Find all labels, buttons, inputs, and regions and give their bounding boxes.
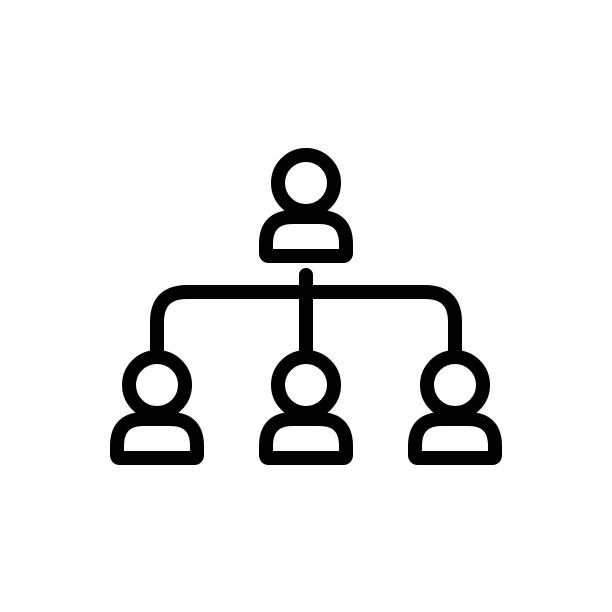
center-person-icon: [259, 350, 353, 465]
top-person-icon: [259, 148, 353, 263]
right-person-icon: [408, 350, 502, 465]
left-person-head: [122, 350, 192, 420]
left-person-icon: [110, 350, 204, 465]
branch-connector-line: [150, 285, 462, 359]
left-person-body: [110, 412, 204, 465]
top-person-body: [259, 210, 353, 263]
right-person-head: [420, 350, 490, 420]
right-person-body: [408, 412, 502, 465]
top-person-head: [271, 148, 341, 218]
center-person-head: [271, 350, 341, 420]
hierarchy-connectors: [150, 268, 462, 362]
center-person-body: [259, 412, 353, 465]
